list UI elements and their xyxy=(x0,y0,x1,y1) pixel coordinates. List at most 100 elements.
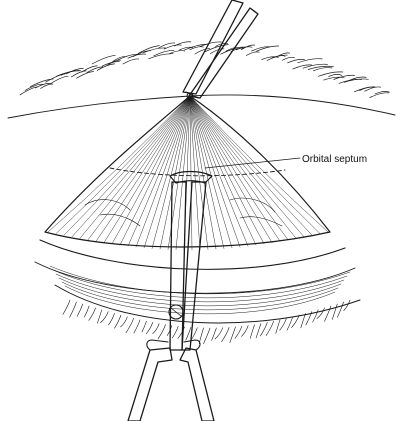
eyebrow-hair xyxy=(318,71,344,77)
eyelash xyxy=(88,307,96,321)
flap-fiber xyxy=(189,95,329,233)
eyebrow-hair xyxy=(168,50,186,55)
flap-fibers xyxy=(47,95,329,251)
eyebrow-hair xyxy=(137,45,160,54)
eyebrow-hair xyxy=(81,65,98,73)
flap-fiber xyxy=(55,95,191,234)
eyebrow-hair xyxy=(251,46,271,52)
tissue-forceps xyxy=(182,0,259,100)
eyebrow-hair xyxy=(199,41,222,47)
eyebrow-hair xyxy=(71,70,87,78)
eyelash xyxy=(203,327,211,344)
eyebrow-hair xyxy=(112,56,126,62)
eyebrow-hair xyxy=(359,86,374,91)
eyebrow-hair xyxy=(328,74,343,77)
eyebrow-hair xyxy=(107,59,121,66)
lid-fold xyxy=(55,273,345,303)
flap-fiber xyxy=(135,95,191,248)
eyelash xyxy=(76,303,83,317)
eyebrow-hair xyxy=(256,45,280,52)
eyebrow-hair xyxy=(204,44,229,53)
eyebrow-hair xyxy=(179,46,193,51)
eyebrow-hair xyxy=(127,53,147,59)
eyebrow-hair xyxy=(302,63,328,69)
eyebrow-hair xyxy=(96,63,115,71)
eyebrow-hair xyxy=(240,44,256,51)
eyelash xyxy=(337,301,344,318)
lid-fold xyxy=(58,277,342,307)
eyebrow-hair xyxy=(86,66,104,73)
eyelash xyxy=(316,307,325,319)
eyelash xyxy=(286,316,293,331)
eyebrow-hair xyxy=(163,44,182,50)
eyelash xyxy=(324,305,332,322)
eyebrow-hair xyxy=(65,68,84,75)
eyebrow-hair xyxy=(261,56,279,60)
lid-fold xyxy=(64,285,336,315)
flap-fiber xyxy=(189,95,241,248)
flap-fiber xyxy=(111,95,191,245)
eyebrow-hair xyxy=(40,83,54,89)
eyebrow-hair xyxy=(122,58,140,65)
eyelash xyxy=(305,311,313,326)
eyelash xyxy=(312,309,319,323)
flap-fiber xyxy=(47,95,191,233)
flap-fiber xyxy=(189,95,321,234)
flap-fiber xyxy=(103,95,191,243)
eyebrow-hair xyxy=(194,48,211,55)
eyebrow-hair xyxy=(292,64,312,70)
eyebrow-hair xyxy=(210,48,225,54)
eyebrow-hair xyxy=(333,74,355,80)
fat-lobule-left xyxy=(84,199,141,227)
eyelash xyxy=(275,319,281,334)
eyebrow-hair xyxy=(153,49,175,57)
eyebrow-hair xyxy=(50,75,69,84)
flap-fiber xyxy=(189,95,313,236)
eyelash xyxy=(291,314,300,328)
eyelash xyxy=(300,313,306,329)
eyebrow xyxy=(19,41,390,98)
lid-fold xyxy=(49,265,351,295)
upper-fold-line xyxy=(7,94,396,119)
eyelash xyxy=(343,299,351,311)
eyebrow-hair xyxy=(225,47,239,52)
eyelash xyxy=(146,322,153,335)
flap-fiber xyxy=(189,95,273,243)
flap-fiber xyxy=(189,95,193,251)
flap-fiber xyxy=(189,95,297,239)
eyelash xyxy=(241,325,249,337)
flap-fiber xyxy=(189,95,257,246)
flap-fiber xyxy=(79,95,191,239)
eyebrow-hair xyxy=(297,58,323,64)
eyelash xyxy=(100,311,109,323)
eyelash xyxy=(234,325,243,339)
eyebrow-hair xyxy=(235,46,253,51)
eyebrow-hair xyxy=(189,46,204,51)
septum-incision-line xyxy=(109,167,286,177)
eyelash xyxy=(62,299,71,315)
eyebrow-hair xyxy=(282,56,295,61)
eyebrow-hair xyxy=(246,51,260,56)
eyelash xyxy=(133,319,141,334)
eyelash xyxy=(125,318,134,334)
eyebrow-hair xyxy=(348,76,367,81)
flap-fiber xyxy=(189,95,265,245)
eyebrow-hair xyxy=(364,86,381,92)
eyebrow-hair xyxy=(307,65,334,70)
orbital-septum-label: Orbital septum xyxy=(302,154,367,165)
flap-fiber xyxy=(127,95,191,247)
lid-fold xyxy=(61,281,339,311)
eyelash xyxy=(84,305,90,318)
eyebrow-hair xyxy=(369,92,389,98)
eyelash xyxy=(221,327,230,342)
eyebrow-hair xyxy=(276,52,291,57)
retractor-instrument xyxy=(127,170,215,421)
eyelash xyxy=(166,325,173,336)
flap-fiber xyxy=(71,95,191,238)
retracted-skin-flap xyxy=(44,95,331,251)
eyebrow-hair xyxy=(76,71,94,79)
eyelash xyxy=(157,324,166,340)
eyelash xyxy=(108,313,115,326)
flap-fiber xyxy=(167,95,191,250)
